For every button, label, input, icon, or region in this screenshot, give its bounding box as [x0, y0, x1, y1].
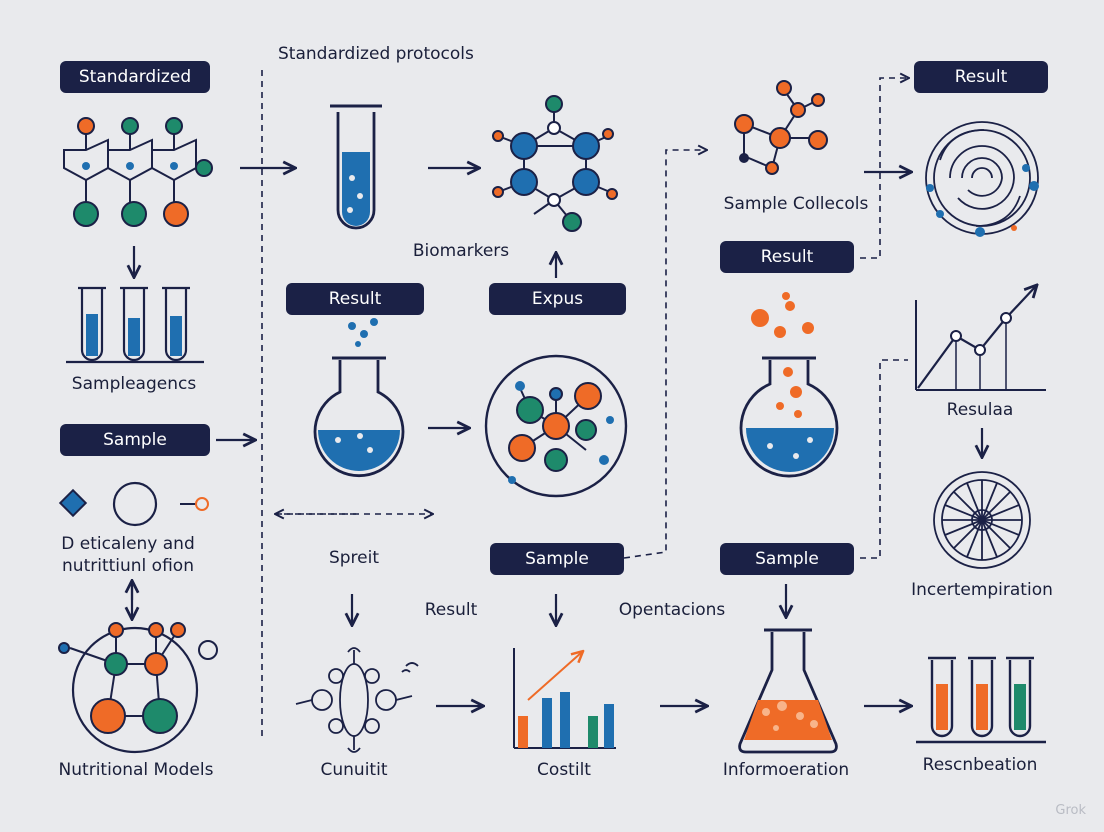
three-test-tubes-icon: [66, 286, 204, 364]
particle-network-icon: [734, 80, 828, 175]
shapes-icon: [58, 481, 209, 527]
round-flask-bubbles-icon: [739, 292, 839, 478]
molecule-circle-icon: [484, 354, 628, 498]
nutrition-network-icon: [58, 622, 218, 754]
label-deticaleny-line1: D eticaleny and: [61, 534, 195, 554]
pill-result-top-right: Result: [914, 61, 1048, 93]
pill-result-mid: Result: [286, 283, 424, 315]
molecule-chain-icon: [63, 117, 213, 227]
label-incertemp: Incertempiration: [911, 580, 1053, 600]
label-sample-agencies: Sampleagencs: [71, 374, 197, 394]
wheel-icon: [933, 471, 1031, 569]
label-costilt: Costilt: [537, 760, 591, 780]
pill-sample-left: Sample: [60, 424, 210, 456]
line-chart-icon: [915, 286, 1046, 391]
pill-result-right: Result: [720, 241, 854, 273]
label-cunuitit: Cunuitit: [320, 760, 388, 780]
label-rescnbeation: Rescnbeation: [922, 755, 1038, 775]
label-result: Result: [424, 600, 478, 620]
dashed-connectors: [261, 70, 908, 740]
label-opentacions: Opentacions: [618, 600, 726, 620]
bar-chart-icon: [513, 648, 616, 749]
watermark: Grok: [1055, 803, 1086, 818]
label-resulaa: Resulaa: [946, 400, 1014, 420]
pill-expus: Expus: [489, 283, 626, 315]
pill-sample-mid: Sample: [490, 543, 624, 575]
label-deticaleny-line2: nutrittiunl ofion: [62, 556, 194, 576]
neuron-icon: [295, 647, 419, 753]
circular-fingerprint-icon: [925, 121, 1039, 237]
pill-standardized: Standardized: [60, 61, 210, 93]
erlenmeyer-flask-icon: [738, 628, 838, 754]
label-informoeration: Informoeration: [722, 760, 850, 780]
label-spreit: Spreit: [328, 548, 380, 568]
test-tube-icon: [330, 104, 382, 230]
label-nutritional-models: Nutritional Models: [58, 760, 214, 780]
top-caption: Standardized protocols: [278, 44, 474, 64]
solid-arrows: [132, 168, 982, 706]
pill-sample-right: Sample: [720, 543, 854, 575]
result-test-tubes-icon: [916, 656, 1046, 744]
round-flask-icon: [313, 318, 405, 477]
molecule-network-icon: [492, 95, 618, 232]
label-biomarkers: Biomarkers: [412, 241, 510, 261]
label-sample-collection: Sample Collecols: [723, 194, 869, 214]
